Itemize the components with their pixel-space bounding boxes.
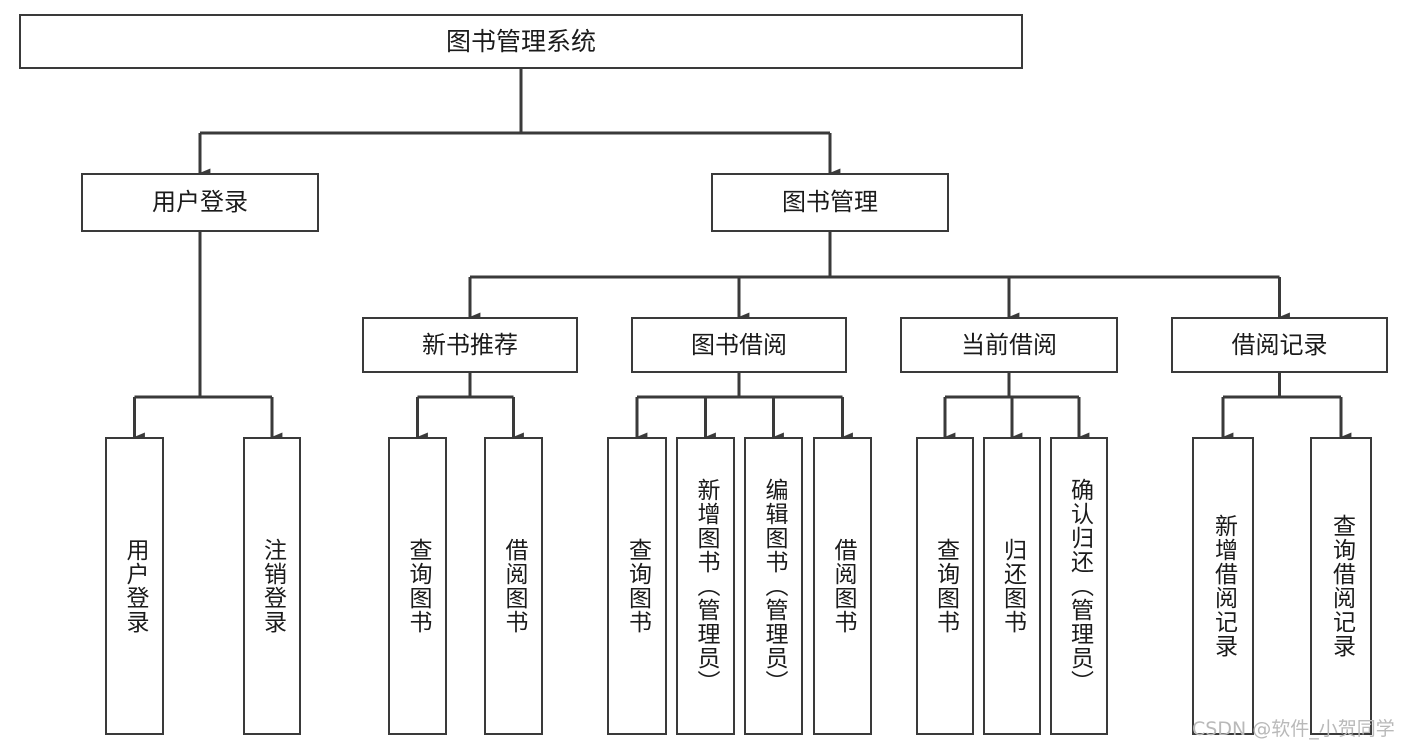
csdn-watermark: CSDN @软件_小贺同学	[1192, 718, 1395, 740]
node-label: 用户登录	[122, 538, 148, 634]
node-label: 借阅记录	[1231, 330, 1328, 359]
node-leaf-3[interactable]: 查询图书	[388, 437, 447, 735]
node-label: 图书借阅	[691, 330, 787, 359]
node-label: 查询图书	[624, 538, 651, 634]
node-label: 借阅图书	[501, 538, 527, 634]
node-label: 编辑图书（管理员）	[761, 478, 787, 694]
node-leaf-11[interactable]: 确认归还（管理员）	[1050, 437, 1108, 735]
node-root[interactable]: 图书管理系统	[19, 14, 1023, 69]
node-leaf-13[interactable]: 查询借阅记录	[1310, 437, 1372, 735]
node-l1a[interactable]: 用户登录	[81, 173, 319, 232]
node-l2c[interactable]: 当前借阅	[900, 317, 1118, 373]
node-l1b[interactable]: 图书管理	[711, 173, 949, 232]
node-label: 新增借阅记录	[1210, 514, 1237, 658]
node-label: 查询图书	[932, 538, 959, 634]
node-label: 图书管理	[782, 188, 878, 217]
node-leaf-6[interactable]: 新增图书（管理员）	[676, 437, 735, 735]
node-leaf-8[interactable]: 借阅图书	[813, 437, 872, 735]
node-label: 新书推荐	[422, 330, 518, 359]
node-label: 借阅图书	[830, 538, 856, 634]
node-label: 用户登录	[152, 188, 248, 217]
node-l2b[interactable]: 图书借阅	[631, 317, 847, 373]
node-label: 注销登录	[259, 538, 286, 634]
node-leaf-4[interactable]: 借阅图书	[484, 437, 543, 735]
node-label: 新增图书（管理员）	[693, 478, 719, 694]
node-l2a[interactable]: 新书推荐	[362, 317, 578, 373]
node-label: 确认归还（管理员）	[1066, 478, 1093, 694]
node-leaf-2[interactable]: 注销登录	[243, 437, 301, 735]
edge-group	[133, 69, 1352, 442]
node-leaf-7[interactable]: 编辑图书（管理员）	[744, 437, 803, 735]
node-leaf-10[interactable]: 归还图书	[983, 437, 1041, 735]
node-leaf-5[interactable]: 查询图书	[607, 437, 667, 735]
node-leaf-9[interactable]: 查询图书	[916, 437, 974, 735]
node-leaf-12[interactable]: 新增借阅记录	[1192, 437, 1254, 735]
node-label: 查询借阅记录	[1328, 514, 1355, 658]
node-leaf-1[interactable]: 用户登录	[105, 437, 164, 735]
node-label: 归还图书	[999, 538, 1026, 634]
node-label: 图书管理系统	[445, 26, 596, 56]
node-l2d[interactable]: 借阅记录	[1171, 317, 1388, 373]
node-label: 当前借阅	[961, 330, 1057, 359]
node-label: 查询图书	[405, 538, 431, 634]
